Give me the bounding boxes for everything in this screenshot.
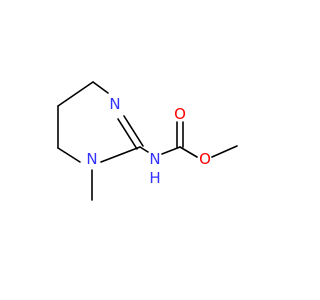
molecule-structure: N N N H O O: [0, 0, 300, 300]
atom-h-carbamate: H: [149, 169, 160, 187]
atom-n-ring-methyl: N: [86, 150, 97, 168]
bond-c-carbonyl-o-ester: [179, 146, 198, 158]
atom-labels: N N N H O O: [86, 95, 211, 187]
bond-c4-c5: [57, 81, 94, 107]
background: [0, 0, 300, 300]
atom-n-ring-top: N: [109, 95, 120, 113]
bond-n-ring-top-c4: [92, 81, 109, 94]
bond-n-ring-methyl-c2: [100, 146, 141, 163]
atom-n-carbamate: N: [149, 150, 160, 168]
bond-o-ester-ch3: [211, 145, 238, 158]
bond-c6-n-ring-methyl: [57, 147, 81, 163]
atom-o-carbonyl: O: [174, 105, 186, 123]
bond-c2-n-ring-top-double-a: [123, 115, 144, 147]
atom-o-ester: O: [199, 150, 211, 168]
bond-c2-n-ring-top-double-b: [117, 118, 138, 150]
bonds: [57, 81, 238, 201]
bond-c2-n-carbamate: [139, 146, 149, 153]
bond-n-carbamate-c-carbonyl: [161, 146, 181, 155]
